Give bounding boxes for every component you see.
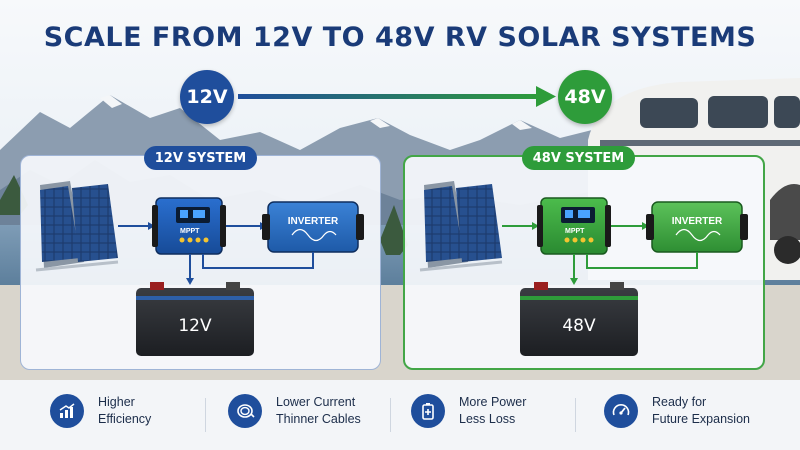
benefit-future-expansion: Ready for Future Expansion bbox=[604, 394, 750, 428]
system-12v-label: 12V SYSTEM bbox=[144, 146, 257, 170]
battery-label-12v: 12V bbox=[178, 316, 212, 336]
battery-plus-icon bbox=[411, 394, 445, 428]
inverter-label-48v: INVERTER bbox=[672, 216, 723, 227]
system-12v-components: MPPT INVERTER 12V bbox=[35, 181, 364, 356]
benefit-more-power: More Power Less Loss bbox=[411, 394, 526, 428]
cable-coil-icon bbox=[228, 394, 262, 428]
benefit-text: Higher Efficiency bbox=[98, 394, 151, 428]
inverter-label-12v: INVERTER bbox=[288, 216, 339, 227]
benefit-line2: Thinner Cables bbox=[276, 412, 361, 426]
chart-growth-icon bbox=[50, 394, 84, 428]
divider bbox=[390, 398, 391, 432]
benefit-text: More Power Less Loss bbox=[459, 394, 526, 428]
battery-icon bbox=[136, 282, 254, 356]
mppt-label-12v: MPPT bbox=[180, 228, 200, 235]
benefit-line2: Future Expansion bbox=[652, 412, 750, 426]
inverter-icon bbox=[646, 201, 748, 253]
solar-panel-icon bbox=[419, 181, 503, 272]
solar-panel-icon bbox=[35, 181, 119, 272]
benefit-text: Ready for Future Expansion bbox=[652, 394, 750, 428]
benefit-line1: Higher bbox=[98, 395, 135, 409]
benefit-line1: Ready for bbox=[652, 395, 707, 409]
benefit-line1: More Power bbox=[459, 395, 527, 409]
benefit-line2: Efficiency bbox=[98, 412, 152, 426]
system-48v-label: 48V SYSTEM bbox=[522, 146, 635, 170]
benefit-higher-efficiency: Higher Efficiency bbox=[50, 394, 151, 428]
page-title: SCALE FROM 12V TO 48V RV SOLAR SYSTEMS bbox=[43, 22, 757, 53]
mppt-controller-icon bbox=[537, 197, 611, 255]
benefits-bar bbox=[0, 380, 800, 450]
benefit-lower-current: Lower Current Thinner Cables bbox=[228, 394, 361, 428]
system-48v-components: MPPT INVERTER 48V bbox=[419, 181, 748, 356]
voltage-48v-badge: 48V bbox=[558, 70, 612, 124]
benefit-line1: Lower Current bbox=[276, 395, 356, 409]
divider bbox=[575, 398, 576, 432]
benefit-line2: Less Loss bbox=[459, 412, 516, 426]
inverter-icon bbox=[262, 201, 364, 253]
battery-icon bbox=[520, 282, 638, 356]
benefit-text: Lower Current Thinner Cables bbox=[276, 394, 361, 428]
mppt-label-48v: MPPT bbox=[565, 228, 585, 235]
mppt-controller-icon bbox=[152, 197, 226, 255]
divider bbox=[205, 398, 206, 432]
battery-label-48v: 48V bbox=[562, 316, 596, 336]
voltage-12v-badge: 12V bbox=[180, 70, 234, 124]
gauge-icon bbox=[604, 394, 638, 428]
